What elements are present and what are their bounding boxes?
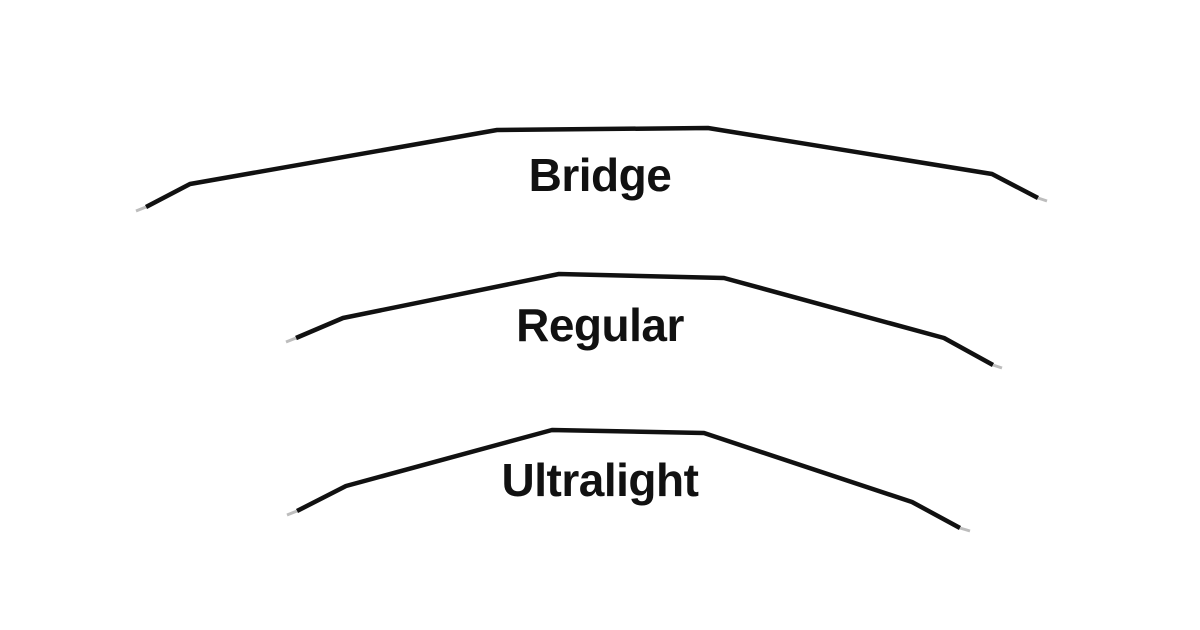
regular-label: Regular [516, 299, 684, 351]
bridge-wire-right-tip [1037, 196, 1048, 203]
bridge-wire [135, 125, 1048, 213]
bridge-wire-body [144, 125, 1040, 209]
bridge-label: Bridge [528, 149, 672, 201]
ultralight-wire [286, 427, 971, 533]
regular-wire [285, 271, 1003, 370]
ultralight-label: Ultralight [501, 454, 699, 506]
regular-wire-left-tip [285, 336, 297, 344]
ultralight-wire-body [295, 427, 962, 530]
ultralight-wire-left-tip [286, 509, 298, 517]
ultralight-wire-right-tip [959, 526, 971, 533]
regular-wire-right-tip [992, 363, 1003, 370]
regular-wire-body [295, 271, 995, 367]
bridge-wire-left-tip [135, 205, 147, 213]
